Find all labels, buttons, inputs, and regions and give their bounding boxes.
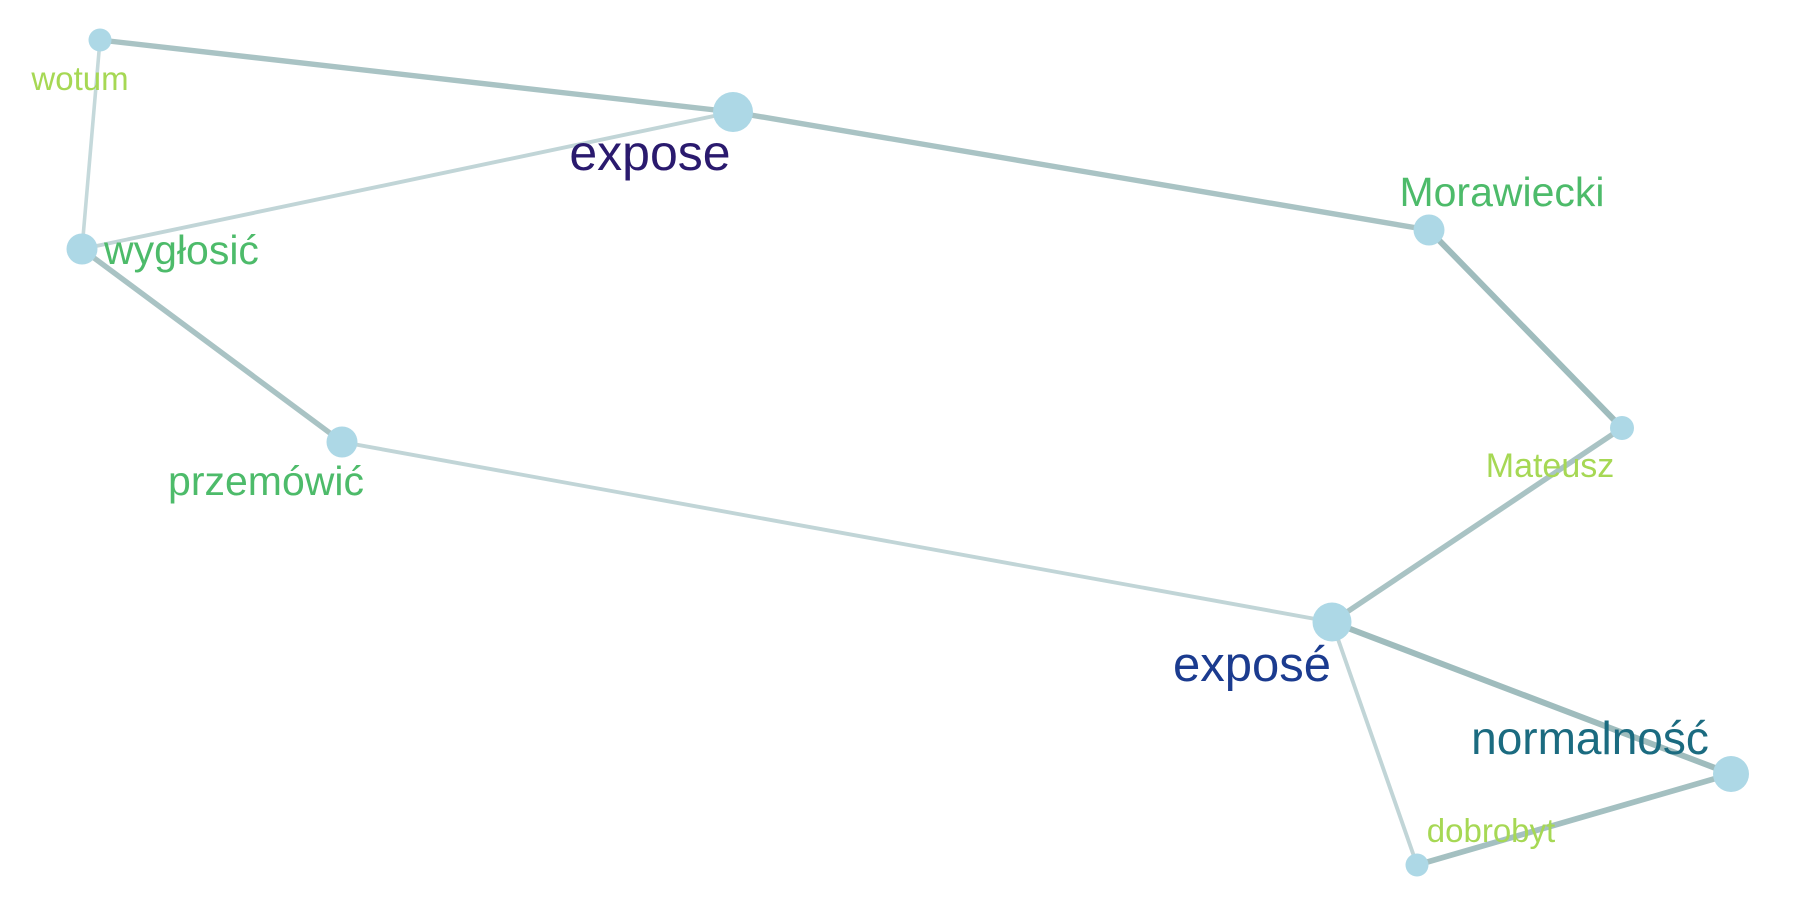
edge-wyglosic-expose: [80, 110, 735, 251]
node-label-przemowic: przemówić: [168, 458, 364, 504]
node-wyglosic: [66, 233, 98, 265]
edge-dobrobyt-normalnosc: [1414, 771, 1734, 868]
node-dobrobyt: [1405, 853, 1429, 877]
node-mateusz: [1610, 416, 1634, 440]
node-morawiecki: [1413, 214, 1445, 246]
node-label-wyglosic: wygłosić: [103, 227, 259, 273]
edge-expose2-dobrobyt: [1330, 620, 1419, 867]
edge-expose2-normalnosc: [1329, 619, 1734, 777]
edges-layer: [79, 37, 1734, 868]
node-label-dobrobyt: dobrobyt: [1427, 812, 1555, 849]
edge-expose-morawiecki: [730, 109, 1432, 233]
node-przemowic: [326, 426, 358, 458]
labels-layer: expose wotum wygłosić przemówić MorawieckiMa…: [30, 60, 1708, 849]
node-label-expose2: exposé: [1173, 638, 1331, 692]
node-label-mateusz: Mateusz: [1486, 447, 1615, 485]
edge-wotum-expose: [97, 37, 736, 115]
edge-morawiecki-mateusz: [1426, 227, 1625, 431]
node-expose: [713, 92, 753, 132]
node-normalnosc: [1713, 756, 1749, 792]
node-label-wotum: wotum: [30, 60, 128, 97]
node-label-morawiecki: Morawiecki: [1399, 169, 1604, 215]
node-wotum: [88, 28, 112, 52]
edge-wyglosic-przemowic: [79, 246, 345, 445]
node-label-expose: expose: [569, 125, 730, 181]
edge-wotum-wyglosic: [80, 38, 102, 251]
edge-mateusz-expose2: [1329, 425, 1625, 625]
nodes-layer: [66, 28, 1749, 877]
node-label-normalnosc: normalność: [1471, 712, 1709, 764]
node-expose2: [1312, 602, 1352, 642]
edge-przemowic-expose2: [340, 440, 1334, 624]
